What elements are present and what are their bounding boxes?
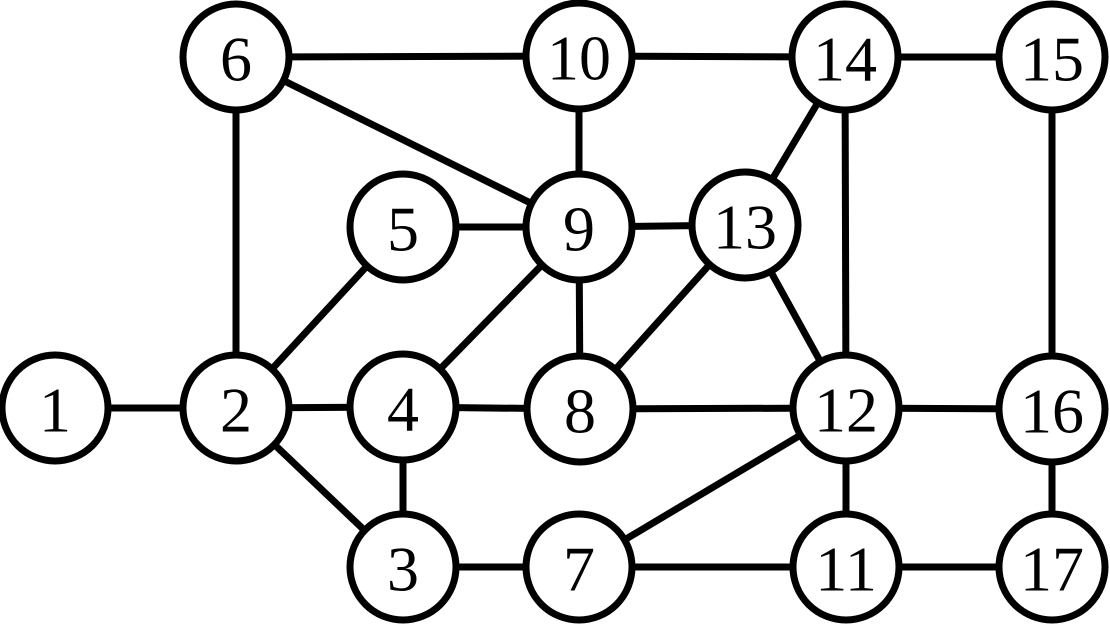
node-label-16: 16 [1020,376,1084,447]
node-label-4: 4 [387,374,419,445]
node-label-7: 7 [563,534,595,605]
node-label-2: 2 [220,375,252,446]
node-label-13: 13 [713,192,777,263]
node-circle-1 [0,351,112,465]
node-label-14: 14 [813,24,877,95]
graph-node-11: 11 [789,510,903,624]
node-label-5: 5 [387,194,419,265]
node-circle-10 [522,0,636,113]
graph-node-14: 14 [788,0,902,114]
graph-node-9: 9 [522,170,636,284]
node-label-17: 17 [1020,534,1084,605]
graph-node-3: 3 [346,510,460,624]
node-label-9: 9 [563,194,595,265]
node-circle-17 [995,510,1109,624]
node-label-6: 6 [220,24,252,95]
node-circle-4 [346,350,460,464]
graph-edge-6-9 [234,53,581,231]
node-circle-3 [346,510,460,624]
graph-node-7: 7 [522,510,636,624]
graph-node-15: 15 [995,0,1109,114]
graph-node-2: 2 [179,351,293,465]
node-circle-7 [522,510,636,624]
graph-node-12: 12 [789,351,903,465]
node-label-15: 15 [1020,24,1084,95]
node-circle-14 [788,0,902,114]
node-circle-8 [523,352,637,466]
node-circle-11 [789,510,903,624]
graph-node-1: 1 [0,351,112,465]
node-circle-16 [995,352,1109,466]
graph-node-16: 16 [995,352,1109,466]
node-circle-5 [346,170,460,284]
node-label-10: 10 [547,23,611,94]
graph-node-10: 10 [522,0,636,113]
graph-node-8: 8 [523,352,637,466]
graph-node-6: 6 [179,0,293,114]
node-label-11: 11 [815,534,877,605]
node-circle-2 [179,351,293,465]
graph-node-5: 5 [346,170,460,284]
node-circle-9 [522,170,636,284]
node-circle-15 [995,0,1109,114]
node-label-12: 12 [814,375,878,446]
node-label-3: 3 [387,534,419,605]
node-circle-12 [789,351,903,465]
node-circle-6 [179,0,293,114]
node-label-8: 8 [564,376,596,447]
graph-node-4: 4 [346,350,460,464]
graph-edge-6-10 [235,52,580,61]
node-circle-13 [688,168,802,282]
graph-node-13: 13 [688,168,802,282]
graph-node-17: 17 [995,510,1109,624]
node-label-1: 1 [39,375,71,446]
graph-edge-12-14 [841,56,850,409]
